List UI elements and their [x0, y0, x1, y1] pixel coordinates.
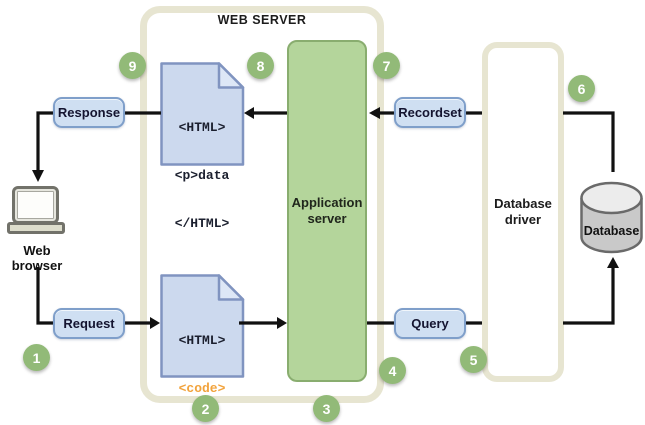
dog-ear-fold [217, 274, 245, 301]
line-database-to-driver [563, 111, 615, 172]
code-line: </HTML> [174, 216, 230, 231]
laptop-base [7, 222, 65, 234]
request-chip-label: Request [63, 316, 115, 331]
recordset-chip-label: Recordset [398, 105, 462, 120]
line-browser-to-request [36, 267, 53, 325]
laptop-screen [17, 191, 54, 219]
html-request-file-icon [160, 274, 245, 378]
step-badge-1: 1 [23, 344, 50, 371]
request-file-code: <HTML> <code> </HTML> [160, 301, 244, 425]
step-badge-8: 8 [247, 52, 274, 79]
step-badge-6: 6 [568, 75, 595, 102]
web-server-title: WEB SERVER [217, 13, 307, 27]
arrowhead-left-app [369, 107, 380, 119]
query-chip-label: Query [411, 316, 449, 331]
database-driver-label: Database driver [494, 195, 552, 227]
recordset-chip: Recordset [394, 97, 466, 128]
code-line: <HTML> [178, 120, 226, 135]
step-badge-4: 4 [379, 357, 406, 384]
arrowhead-right-file [150, 317, 160, 329]
step-badge-5: 5 [460, 346, 487, 373]
arrowhead-right-app [277, 317, 287, 329]
application-server-box: Application server [287, 40, 367, 382]
arrowhead-down-browser [32, 170, 44, 182]
database-cylinder-icon [580, 181, 643, 254]
html-response-file-icon [160, 62, 245, 166]
response-file-code: <HTML> <p>data </HTML> [160, 88, 244, 264]
request-chip: Request [53, 308, 125, 339]
query-chip: Query [394, 308, 466, 339]
response-chip-label: Response [57, 105, 121, 120]
arrowhead-up-database [607, 257, 619, 268]
step-badge-9: 9 [119, 52, 146, 79]
step-badge-2: 2 [192, 395, 219, 422]
web-browser-label: Web browser [11, 243, 63, 273]
dog-ear-fold [217, 62, 245, 89]
cylinder-top [580, 181, 643, 215]
database-label: Database [583, 224, 640, 238]
application-server-label: Application server [291, 194, 363, 226]
arrowhead-left-file [244, 107, 254, 119]
code-line-highlighted: <code> [178, 381, 226, 396]
laptop-icon [12, 186, 59, 224]
database-driver-box: Database driver [482, 42, 564, 382]
step-badge-3: 3 [313, 395, 340, 422]
code-line: <HTML> [178, 333, 226, 348]
step-badge-7: 7 [373, 52, 400, 79]
code-line: <p>data [174, 168, 230, 183]
response-chip: Response [53, 97, 125, 128]
arrow-driver-to-database [563, 266, 615, 325]
